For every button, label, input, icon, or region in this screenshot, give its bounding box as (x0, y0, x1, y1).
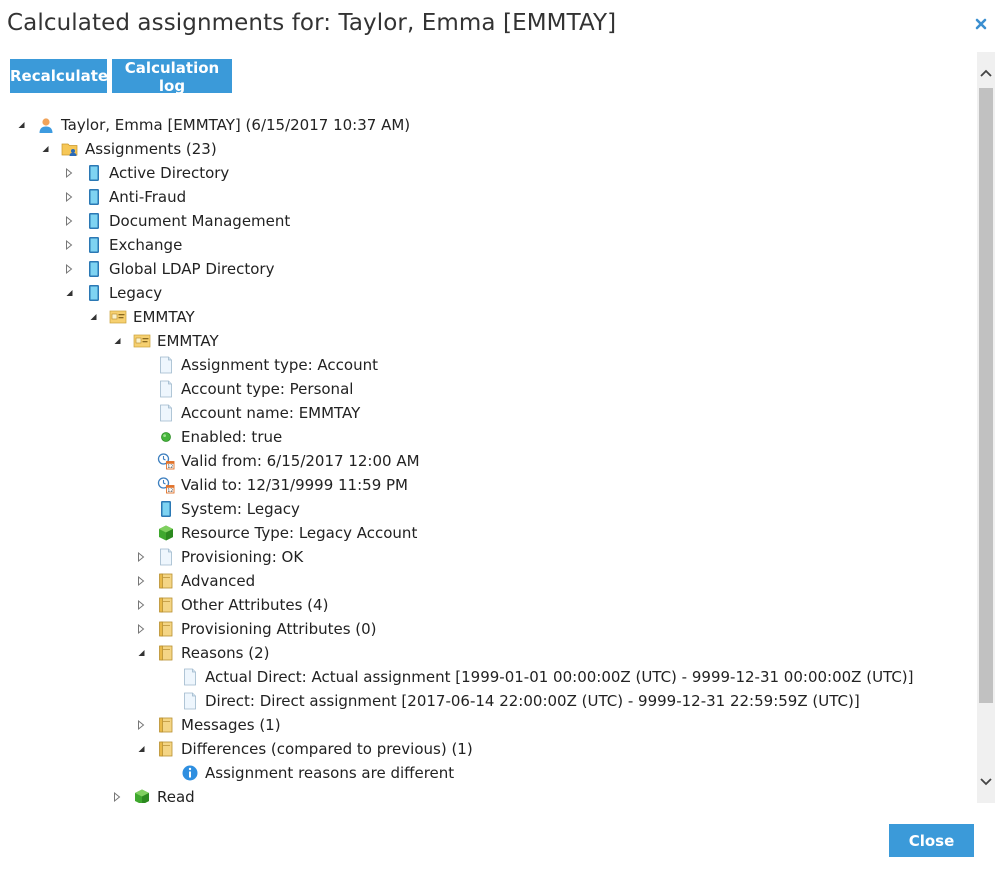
system-icon (157, 500, 175, 518)
tree-node-label: Resource Type: Legacy Account (181, 524, 418, 542)
scroll-down-icon[interactable] (977, 768, 995, 794)
collapse-toggle-icon[interactable] (135, 641, 147, 665)
document-icon (181, 668, 199, 686)
system-icon (85, 188, 103, 206)
tree-node-label: Exchange (109, 236, 183, 254)
tree-node-label: Account name: EMMTAY (181, 404, 361, 422)
expand-toggle-icon[interactable] (111, 785, 123, 803)
document-icon (157, 404, 175, 422)
dialog-title: Calculated assignments for: Taylor, Emma… (7, 10, 617, 36)
system-icon (85, 236, 103, 254)
assignment-tree: Taylor, Emma [EMMTAY] (6/15/2017 10:37 A… (0, 113, 976, 803)
calendar-clock-icon: 12 (157, 452, 175, 470)
collapse-toggle-icon[interactable] (135, 737, 147, 761)
expand-toggle-icon[interactable] (63, 161, 75, 185)
tree-node-label: Legacy (109, 284, 163, 302)
tree-node-label: Advanced (181, 572, 256, 590)
recalculate-button[interactable]: Recalculate (10, 59, 108, 93)
binder-icon (157, 716, 175, 734)
user-icon (37, 116, 55, 134)
binder-icon (157, 596, 175, 614)
close-icon[interactable] (973, 16, 989, 32)
expand-toggle-icon[interactable] (135, 569, 147, 593)
expand-toggle-icon[interactable] (135, 617, 147, 641)
tree-node-label: Active Directory (109, 164, 230, 182)
tree-node-label: Document Management (109, 212, 291, 230)
tree-node-label: Taylor, Emma [EMMTAY] (6/15/2017 10:37 A… (61, 116, 411, 134)
tree-node-label: Assignment type: Account (181, 356, 378, 374)
tree-node-label: Provisioning: OK (181, 548, 304, 566)
account-card-icon (109, 308, 127, 326)
binder-icon (157, 572, 175, 590)
tree-node-label: System: Legacy (181, 500, 300, 518)
assignments-folder-icon (61, 140, 79, 158)
tree-node-label: Global LDAP Directory (109, 260, 275, 278)
tree-node-label: Valid to: 12/31/9999 11:59 PM (181, 476, 408, 494)
tree-node-label: Provisioning Attributes (0) (181, 620, 377, 638)
system-icon (85, 212, 103, 230)
scrollbar-thumb[interactable] (979, 88, 993, 703)
expand-toggle-icon[interactable] (135, 593, 147, 617)
svg-text:12: 12 (167, 464, 173, 470)
expand-toggle-icon[interactable] (63, 185, 75, 209)
tree-node-label: EMMTAY (133, 308, 195, 326)
collapse-toggle-icon[interactable] (63, 281, 75, 305)
scroll-up-icon[interactable] (977, 60, 995, 86)
system-icon (85, 284, 103, 302)
document-icon (157, 380, 175, 398)
tree-node-label: Anti-Fraud (109, 188, 187, 206)
tree-node-label: Valid from: 6/15/2017 12:00 AM (181, 452, 420, 470)
tree-node-label: Messages (1) (181, 716, 281, 734)
expand-toggle-icon[interactable] (135, 545, 147, 569)
system-icon (85, 164, 103, 182)
expand-toggle-icon[interactable] (63, 209, 75, 233)
vertical-scrollbar[interactable] (977, 52, 995, 803)
binder-icon (157, 620, 175, 638)
binder-icon (157, 644, 175, 662)
calendar-clock-icon: 12 (157, 476, 175, 494)
tree-node-label: Enabled: true (181, 428, 283, 446)
tree-node-label: Differences (compared to previous) (1) (181, 740, 473, 758)
info-icon (181, 764, 199, 782)
collapse-toggle-icon[interactable] (15, 113, 27, 137)
document-icon (157, 548, 175, 566)
tree-node-label: EMMTAY (157, 332, 219, 350)
tree-node-label: Direct: Direct assignment [2017-06-14 22… (205, 692, 860, 710)
svg-text:12: 12 (167, 488, 173, 494)
close-button[interactable]: Close (889, 824, 974, 857)
tree-node-label: Read (157, 788, 195, 803)
document-icon (157, 356, 175, 374)
collapse-toggle-icon[interactable] (87, 305, 99, 329)
tree-node-label: Other Attributes (4) (181, 596, 329, 614)
system-icon (85, 260, 103, 278)
green-cube-icon (157, 524, 175, 542)
collapse-toggle-icon[interactable] (39, 137, 51, 161)
green-cube-icon (133, 788, 151, 803)
calculation-log-button[interactable]: Calculation log (112, 59, 232, 95)
expand-toggle-icon[interactable] (135, 713, 147, 737)
binder-icon (157, 740, 175, 758)
tree-node-label: Reasons (2) (181, 644, 270, 662)
tree-node-label: Actual Direct: Actual assignment [1999-0… (205, 668, 914, 686)
document-icon (181, 692, 199, 710)
collapse-toggle-icon[interactable] (111, 329, 123, 353)
account-card-icon (133, 332, 151, 350)
tree-node-label: Account type: Personal (181, 380, 354, 398)
tree-node-label: Assignment reasons are different (205, 764, 455, 782)
green-dot-icon (157, 428, 175, 446)
expand-toggle-icon[interactable] (63, 233, 75, 257)
tree-node-label: Assignments (23) (85, 140, 217, 158)
expand-toggle-icon[interactable] (63, 257, 75, 281)
